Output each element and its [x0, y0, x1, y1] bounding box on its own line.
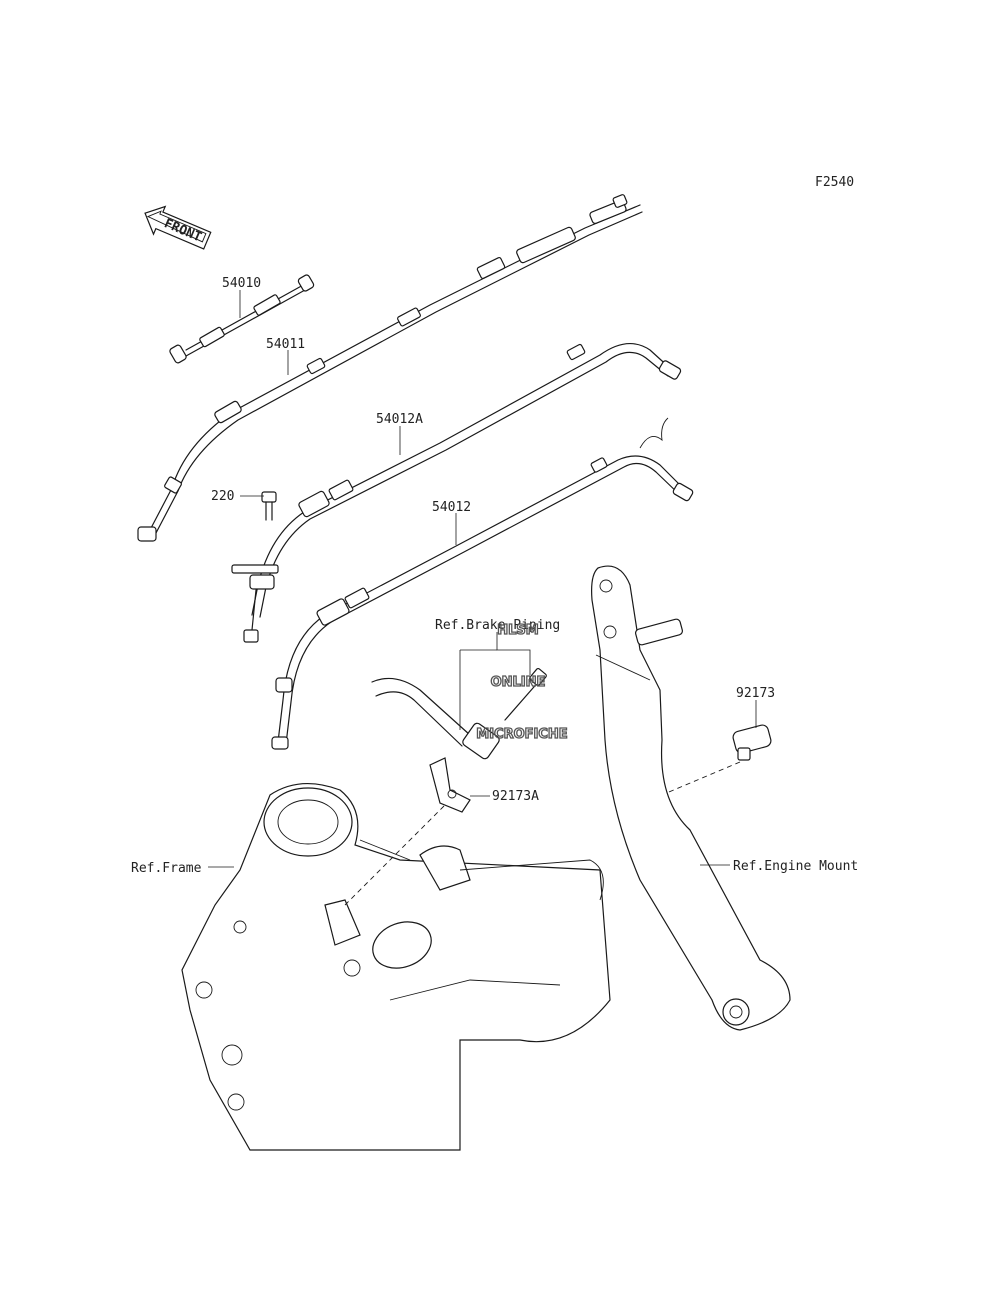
watermark-line3: MICROFICHE	[476, 727, 567, 742]
label-54011: 54011	[266, 337, 305, 352]
label-ref-engine-mount: Ref.Engine Mount	[733, 859, 858, 874]
label-ref-frame: Ref.Frame	[131, 861, 202, 876]
clamp-92173	[649, 724, 772, 801]
watermark: HLSM ONLINE MICROFICHE	[476, 622, 569, 742]
label-220: 220	[211, 489, 234, 504]
leader-lines	[208, 290, 757, 868]
label-92173: 92173	[736, 686, 775, 701]
cable-54012A	[231, 343, 682, 643]
frame	[181, 782, 611, 1151]
engine-mount	[591, 565, 791, 1031]
cable-54012	[271, 417, 694, 750]
label-54012: 54012	[432, 500, 471, 515]
clamp-92173A	[429, 757, 471, 813]
label-54010: 54010	[222, 276, 261, 291]
watermark-line2: ONLINE	[491, 675, 546, 690]
cable-54011	[137, 194, 643, 542]
front-arrow-icon: FRONT	[144, 205, 212, 250]
watermark-line1: HLSM	[497, 623, 538, 638]
label-ref-brake-piping: Ref.Brake Piping	[435, 618, 560, 633]
label-92173A: 92173A	[492, 789, 539, 804]
label-54012A: 54012A	[376, 412, 423, 427]
cable-54010	[169, 274, 315, 364]
figure-code: F2540	[815, 175, 854, 190]
brake-hose	[371, 667, 547, 760]
